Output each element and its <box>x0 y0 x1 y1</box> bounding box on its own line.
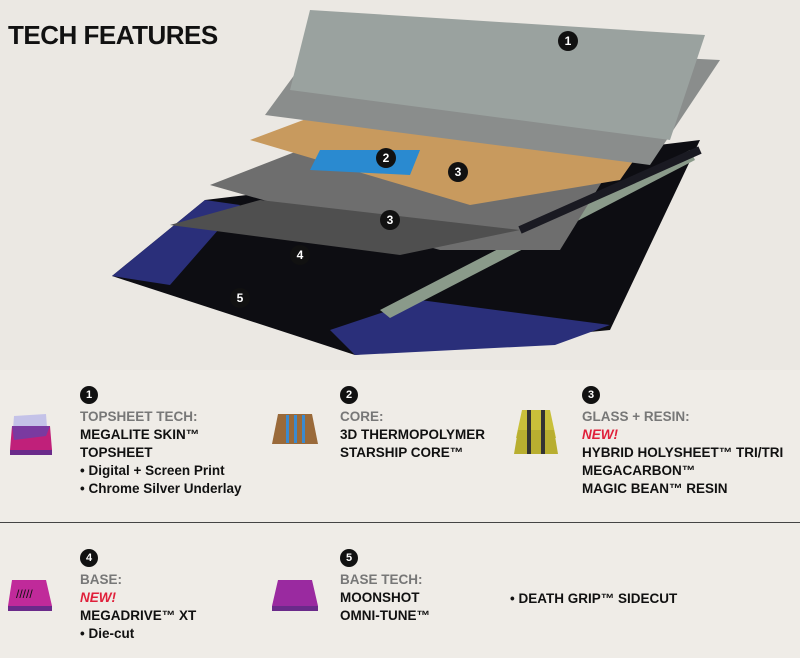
base-icon: ///// <box>8 580 52 611</box>
base-edge-right <box>330 300 610 355</box>
feature-number: 1 <box>80 386 98 404</box>
topsheet-icon <box>10 414 52 455</box>
marker-2: 2 <box>376 148 396 168</box>
marker-4: 4 <box>290 245 310 265</box>
page-title: TECH FEATURES <box>8 20 218 50</box>
divider <box>0 522 800 523</box>
feature-bullet: • Die-cut <box>80 626 135 641</box>
feature-bullet: • DEATH GRIP™ SIDECUT <box>510 591 678 606</box>
core-icon <box>272 414 318 444</box>
feature-sidecut: • DEATH GRIP™ SIDECUT <box>510 590 677 608</box>
feature-topsheet: 1 TOPSHEET TECH: MEGALITE SKIN™ TOPSHEET… <box>80 385 242 498</box>
feature-number: 4 <box>80 549 98 567</box>
feature-number: 5 <box>340 549 358 567</box>
feature-line: HYBRID HOLYSHEET™ TRI/TRI <box>582 445 784 460</box>
feature-label: BASE TECH: <box>340 572 423 587</box>
feature-number: 2 <box>340 386 358 404</box>
feature-line: MOONSHOT <box>340 590 420 605</box>
base-tech-icon <box>272 580 318 611</box>
feature-label: GLASS + RESIN: <box>582 409 690 424</box>
new-badge: NEW! <box>80 590 116 605</box>
new-badge: NEW! <box>582 427 618 442</box>
feature-bullet: • Chrome Silver Underlay <box>80 481 242 496</box>
marker-3: 3 <box>448 162 468 182</box>
feature-line: MAGIC BEAN™ RESIN <box>582 481 728 496</box>
feature-line: MEGALITE SKIN™ <box>80 427 200 442</box>
features-panel <box>0 370 800 658</box>
feature-label: BASE: <box>80 572 123 587</box>
glass-layer-lower <box>170 200 520 255</box>
glass-resin-icon <box>514 410 558 454</box>
feature-line: OMNI-TUNE™ <box>340 608 430 623</box>
feature-line: MEGACARBON™ <box>582 463 696 478</box>
feature-base-tech: 5 BASE TECH: MOONSHOT OMNI-TUNE™ <box>340 548 430 625</box>
feature-label: TOPSHEET TECH: <box>80 409 198 424</box>
feature-label: CORE: <box>340 409 384 424</box>
feature-glass-resin: 3 GLASS + RESIN: NEW! HYBRID HOLYSHEET™ … <box>582 385 783 498</box>
topsheet-layer <box>290 10 705 140</box>
feature-base: 4 BASE: NEW! MEGADRIVE™ XT • Die-cut <box>80 548 196 643</box>
marker-5: 5 <box>230 288 250 308</box>
feature-line: STARSHIP CORE™ <box>340 445 464 460</box>
feature-line: TOPSHEET <box>80 445 153 460</box>
marker-1: 1 <box>558 31 578 51</box>
board-exploded-illustration <box>112 10 720 355</box>
marker-3b: 3 <box>380 210 400 230</box>
svg-text://///: ///// <box>16 587 33 601</box>
feature-number: 3 <box>582 386 600 404</box>
feature-bullet: • Digital + Screen Print <box>80 463 225 478</box>
sidewall <box>518 146 702 234</box>
feature-line: 3D THERMOPOLYMER <box>340 427 486 442</box>
feature-line: MEGADRIVE™ XT <box>80 608 197 623</box>
feature-core: 2 CORE: 3D THERMOPOLYMER STARSHIP CORE™ <box>340 385 485 462</box>
